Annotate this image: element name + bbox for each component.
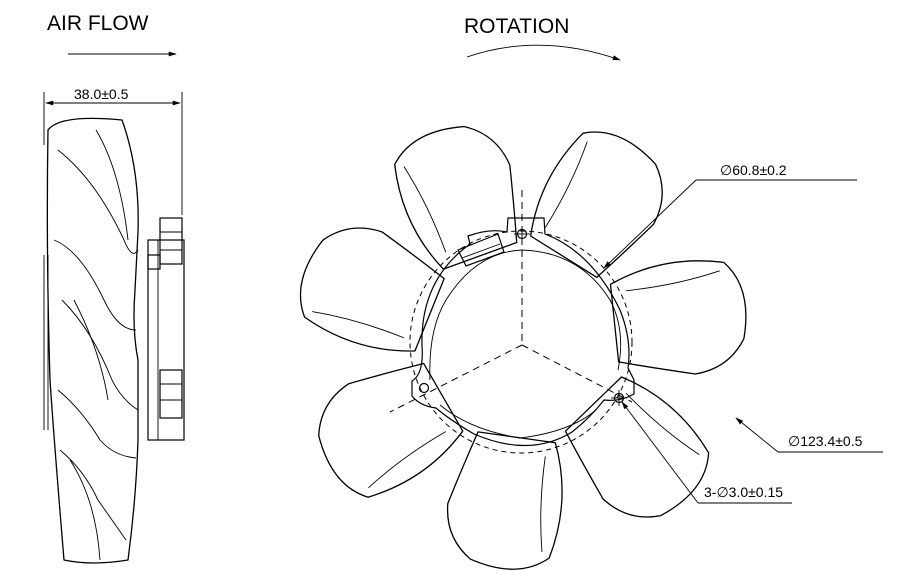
width-dimension-text: 38.0±0.5 [74,86,129,102]
front-view [299,125,747,570]
fan-blade [299,227,445,352]
hole-spec-text: 3-∅3.0±0.15 [704,484,783,500]
mount-hole-left [418,382,430,394]
fan-blade [609,260,747,375]
rotation-label: ROTATION [464,15,569,38]
fan-blade [446,431,563,570]
fan-blade-edge [540,456,546,552]
fan-blade-edge [626,270,720,292]
air-flow-label: AIR FLOW [47,12,149,35]
outer-diameter-text: ∅123.4±0.5 [788,433,863,449]
fan-blade-edge [625,393,700,456]
fan-blade-edge [312,311,405,339]
fan-blade [318,362,464,498]
fan-blade [564,376,710,518]
hole-callout: 3-∅3.0±0.15 [621,401,792,504]
fan-blade [394,125,518,270]
side-view: 38.0±0.5 [43,86,185,564]
rotation-arrow [466,44,621,61]
fan-blade-edge [403,166,447,253]
hub-outline [411,217,635,447]
outer-diameter-callout: ∅123.4±0.5 [735,417,883,453]
hub-diameter-text: ∅60.8±0.2 [720,162,787,178]
hub-diameter-callout: ∅60.8±0.2 [603,162,857,269]
hub-dashed-circle [409,230,633,454]
fan-blade [529,131,663,278]
fan-blade-edge [544,141,588,228]
fan-blade-edge [368,431,446,489]
